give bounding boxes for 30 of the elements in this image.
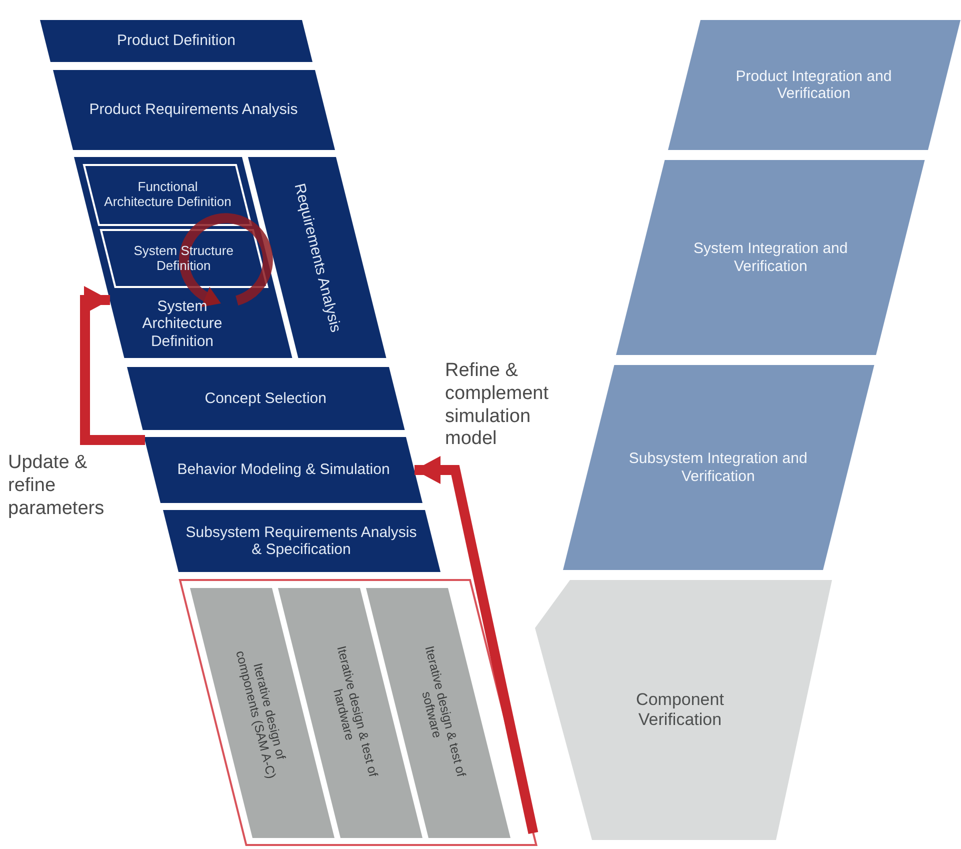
- phase-box: [52, 70, 334, 150]
- step-label: System Structure Definition: [132, 244, 234, 274]
- step-label: Product Requirements Analysis: [89, 101, 298, 119]
- phase-box: [562, 365, 874, 570]
- phase-box: [162, 510, 440, 572]
- step-label: Iterative design & test of hardware: [329, 643, 382, 780]
- step-label: Subsystem Requirements Analysis & Specification: [184, 524, 418, 558]
- step-label: Subsystem Integration and Verification: [628, 450, 808, 485]
- step-label: Functional Architecture Definition: [103, 180, 232, 210]
- activity-column: [190, 588, 334, 838]
- phase-box: [248, 157, 386, 358]
- step-label: System Architecture Definition: [141, 298, 224, 350]
- phase-box: [144, 437, 423, 503]
- step-label: Product Definition: [117, 32, 236, 50]
- phase-box: [40, 20, 312, 62]
- step-label: Product Integration and Verification: [734, 68, 893, 102]
- phase-box: [535, 580, 832, 840]
- phase-box: [616, 160, 925, 355]
- step-label: Iterative design & test of software: [418, 643, 470, 780]
- step-label: Component Verification: [635, 690, 725, 730]
- phase-box: [126, 367, 404, 430]
- arrow: [414, 456, 538, 834]
- step-label: Concept Selection: [204, 390, 326, 408]
- arrow: [80, 286, 145, 445]
- edge-label: Refine & complement simulation model: [445, 360, 550, 452]
- step-label: Behavior Modeling & Simulation: [177, 461, 390, 479]
- step-label: System Integration and Verification: [692, 240, 849, 275]
- group-frame: [180, 580, 536, 845]
- edge-label: Update & refine parameters: [8, 452, 106, 520]
- phase-box: [668, 20, 960, 150]
